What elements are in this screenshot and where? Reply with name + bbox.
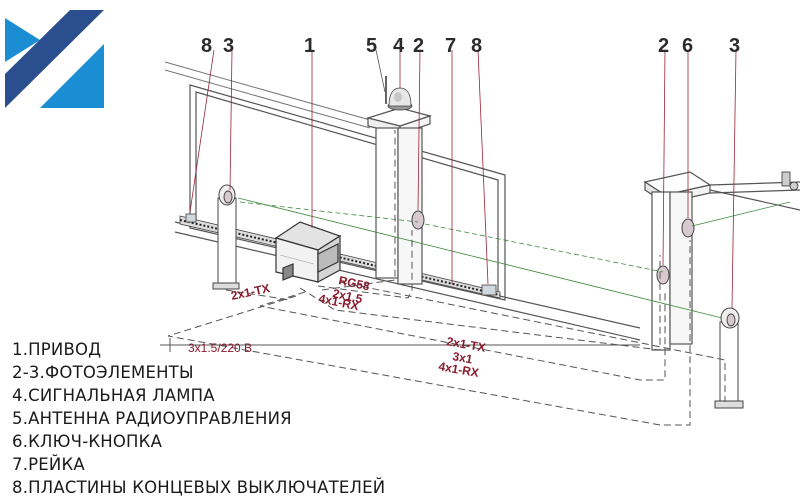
legend-item-rack: 7.РЕЙКА bbox=[12, 455, 85, 474]
wire-label-3x1: 3x1 bbox=[451, 349, 473, 366]
motor-drive-icon bbox=[274, 221, 342, 284]
legend-item-limit-plates: 8.ПЛАСТИНЫ КОНЦЕВЫХ ВЫКЛЮЧАТЕЛЕЙ bbox=[12, 478, 386, 497]
wire-label-4x1-rx-right: 4x1-RX bbox=[437, 359, 480, 380]
callout-1: 1 bbox=[304, 35, 315, 57]
wire-label-2x1-5: 2x1.5 bbox=[331, 286, 364, 306]
background-rail bbox=[164, 61, 371, 129]
legend-item-photocells: 2-3.ФОТОЭЛЕМЕНТЫ bbox=[12, 363, 194, 382]
limit-switch-plate-right bbox=[481, 284, 497, 296]
photocell-pillar bbox=[656, 265, 670, 285]
latch-handle-icon bbox=[781, 171, 799, 191]
legend-item-drive: 1.ПРИВОД bbox=[12, 340, 102, 359]
central-column bbox=[365, 107, 433, 285]
legend-item-antenna: 5.АНТЕННА РАДИОУПРАВЛЕНИЯ bbox=[12, 409, 292, 428]
right-pillar bbox=[643, 171, 712, 351]
callout-6: 6 bbox=[682, 35, 693, 57]
callout-5: 5 bbox=[366, 35, 377, 57]
callout-8-left: 8 bbox=[201, 35, 212, 57]
callout-8-right: 8 bbox=[471, 35, 482, 57]
legend-item-warning-lamp: 4.СИГНАЛЬНАЯ ЛАМПА bbox=[12, 386, 215, 405]
component-legend: 1.ПРИВОД 2-3.ФОТОЭЛЕМЕНТЫ 4.СИГНАЛЬНАЯ Л… bbox=[12, 338, 385, 499]
callout-2-right: 2 bbox=[658, 35, 669, 57]
key-switch-icon bbox=[681, 218, 695, 238]
limit-switch-plate-left bbox=[185, 213, 197, 223]
photocell-column bbox=[411, 210, 425, 230]
warning-lamp-icon bbox=[387, 87, 413, 111]
photocell-post-left bbox=[212, 184, 240, 290]
callout-numbers: 8 3 1 5 4 2 7 8 2 6 3 bbox=[201, 35, 740, 57]
callout-3-left: 3 bbox=[223, 35, 234, 57]
photocell-post-right bbox=[714, 307, 744, 409]
callout-7: 7 bbox=[445, 35, 456, 57]
wire-label-power: 3x1.5/220 В bbox=[188, 341, 252, 355]
callout-4: 4 bbox=[393, 35, 405, 57]
callout-2-center: 2 bbox=[413, 35, 424, 57]
wire-runs bbox=[160, 49, 791, 426]
wire-label-rg58: RG58 bbox=[337, 273, 371, 293]
callout-3-right: 3 bbox=[729, 35, 740, 57]
wire-labels: RG58 2x1.5 4x1-RX 2x1-TX 3x1.5/220 В 2x1… bbox=[188, 273, 487, 380]
company-logo-icon bbox=[5, 10, 104, 108]
legend-item-key-switch: 6.КЛЮЧ-КНОПКА bbox=[12, 432, 163, 451]
wire-label-2x1-tx-right: 2x1-TX bbox=[445, 334, 486, 355]
